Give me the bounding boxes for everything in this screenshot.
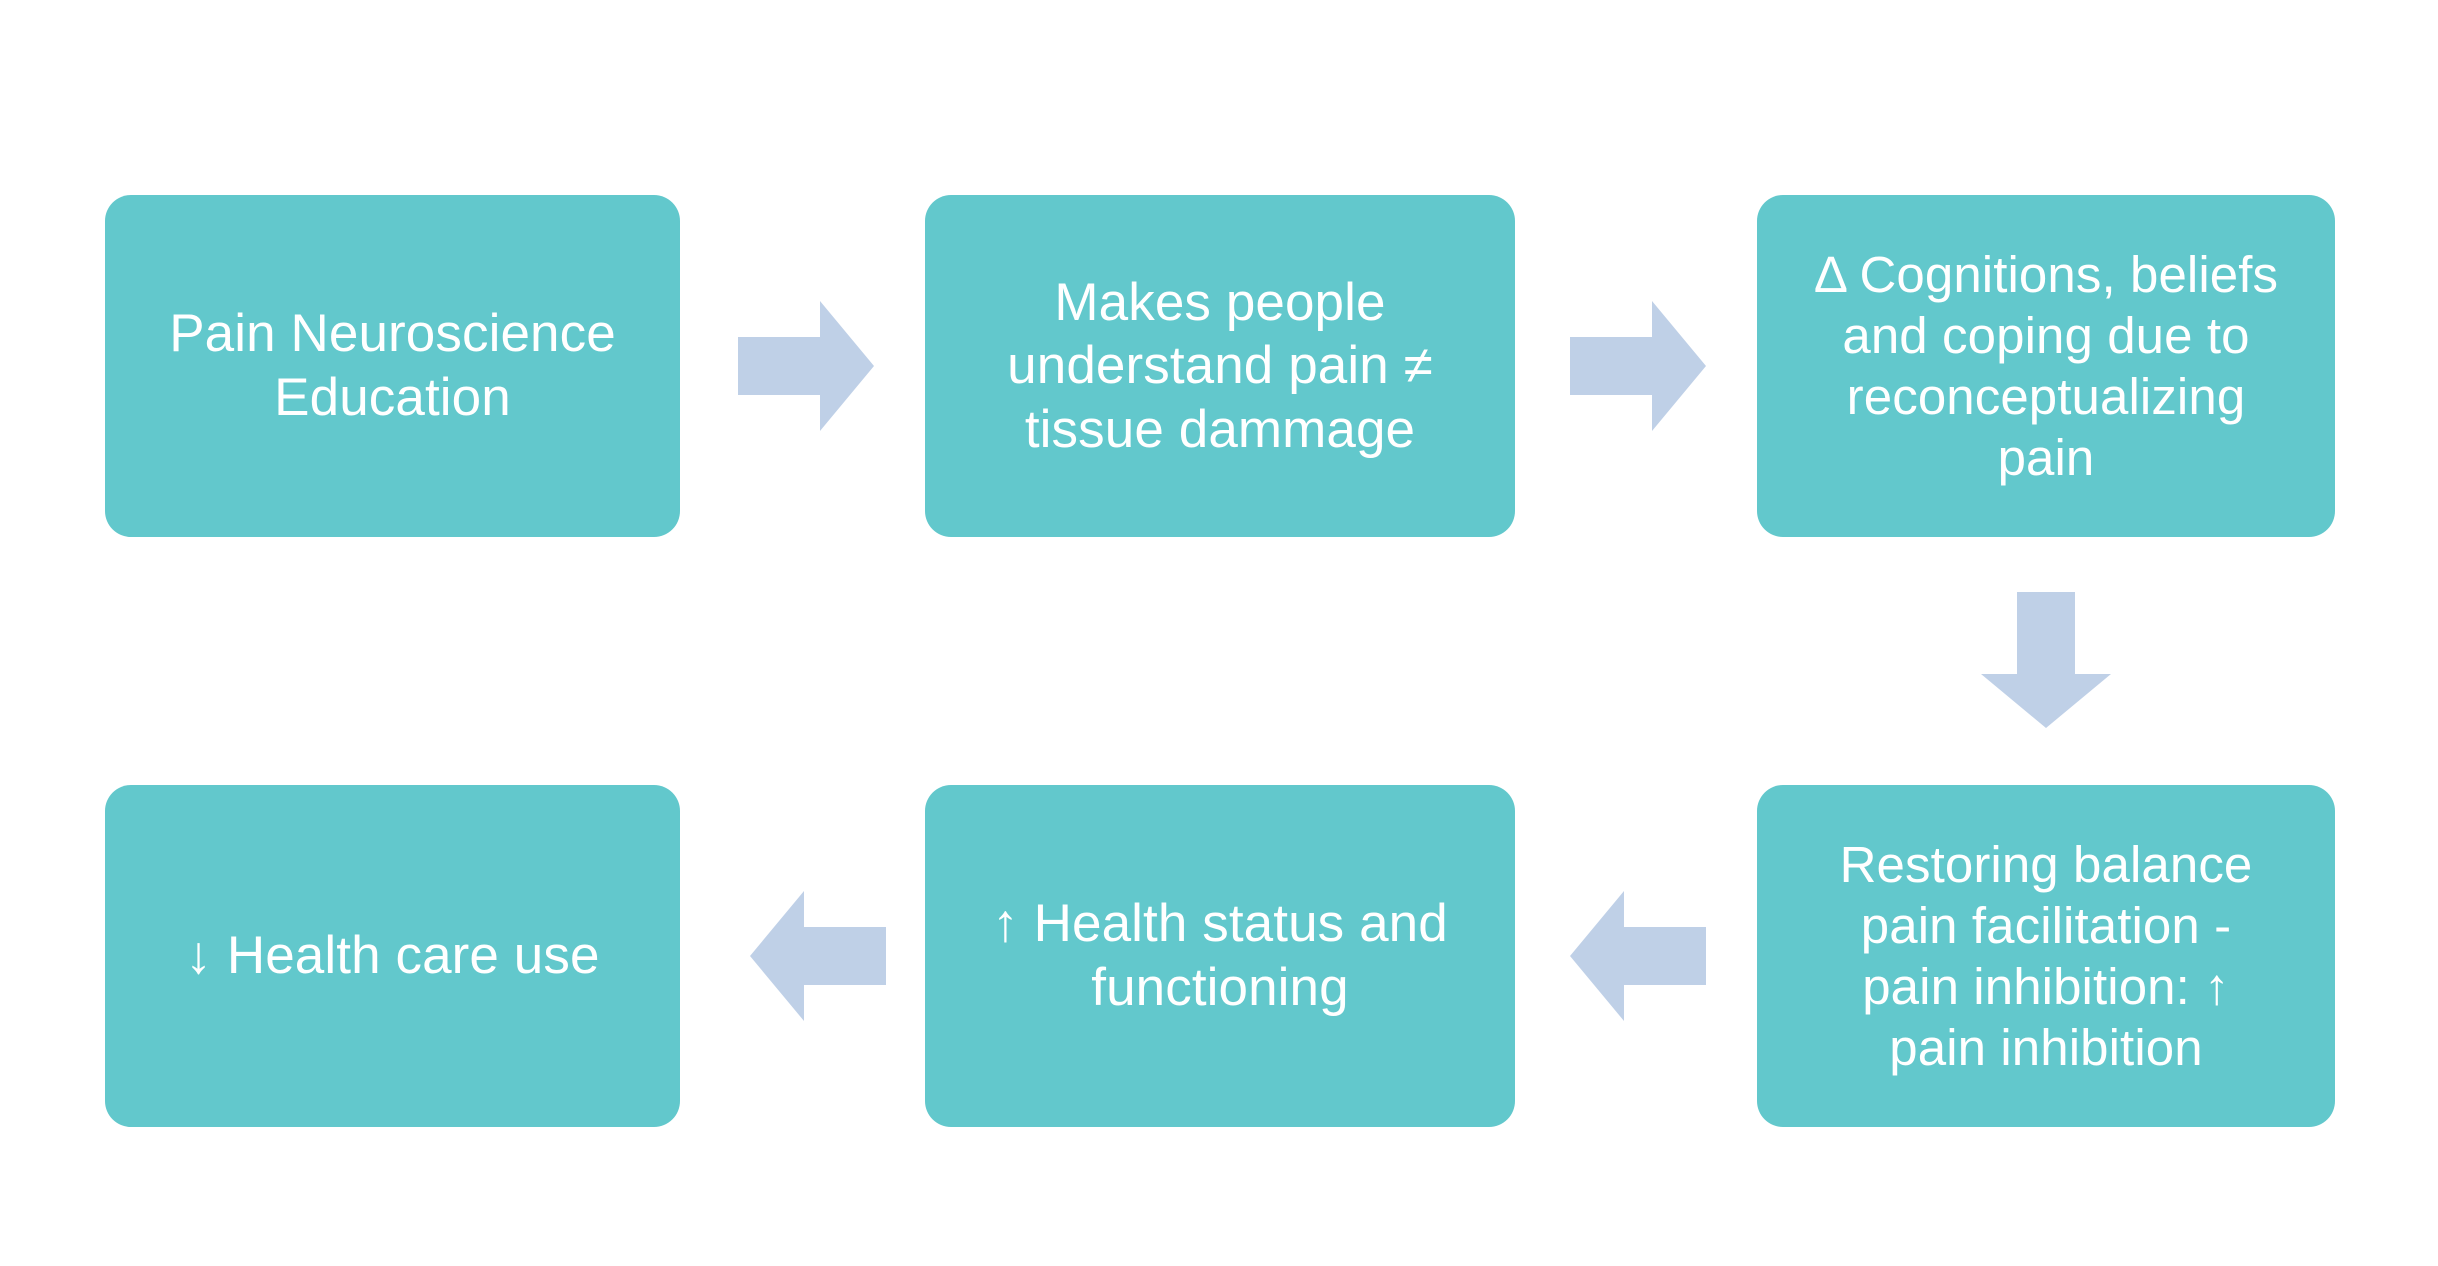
node-health-care-use[interactable]: ↓ Health care use bbox=[105, 785, 680, 1127]
arrow-left-icon bbox=[750, 891, 886, 1021]
node-understand-pain-not-tissue-damage[interactable]: Makes people understand pain ≠ tissue da… bbox=[925, 195, 1515, 537]
arrow-left-icon bbox=[1570, 891, 1706, 1021]
node-label: Makes people understand pain ≠ tissue da… bbox=[1007, 272, 1433, 459]
node-pain-neuroscience-education[interactable]: Pain Neuroscience Education bbox=[105, 195, 680, 537]
node-change-cognitions-beliefs-coping[interactable]: Δ Cognitions, beliefs and coping due to … bbox=[1757, 195, 2335, 537]
node-restoring-balance-pain-inhibition[interactable]: Restoring balance pain facilitation - pa… bbox=[1757, 785, 2335, 1127]
arrow-right-icon bbox=[1570, 301, 1706, 431]
node-label: Restoring balance pain facilitation - pa… bbox=[1839, 835, 2253, 1077]
arrow-down-icon bbox=[1981, 592, 2111, 728]
node-label: Δ Cognitions, beliefs and coping due to … bbox=[1813, 245, 2279, 487]
node-label: ↑ Health status and functioning bbox=[992, 894, 1448, 1017]
node-label: ↓ Health care use bbox=[185, 926, 600, 986]
node-label: Pain Neuroscience Education bbox=[169, 304, 616, 427]
arrow-right-icon bbox=[738, 301, 874, 431]
node-health-status-and-functioning[interactable]: ↑ Health status and functioning bbox=[925, 785, 1515, 1127]
